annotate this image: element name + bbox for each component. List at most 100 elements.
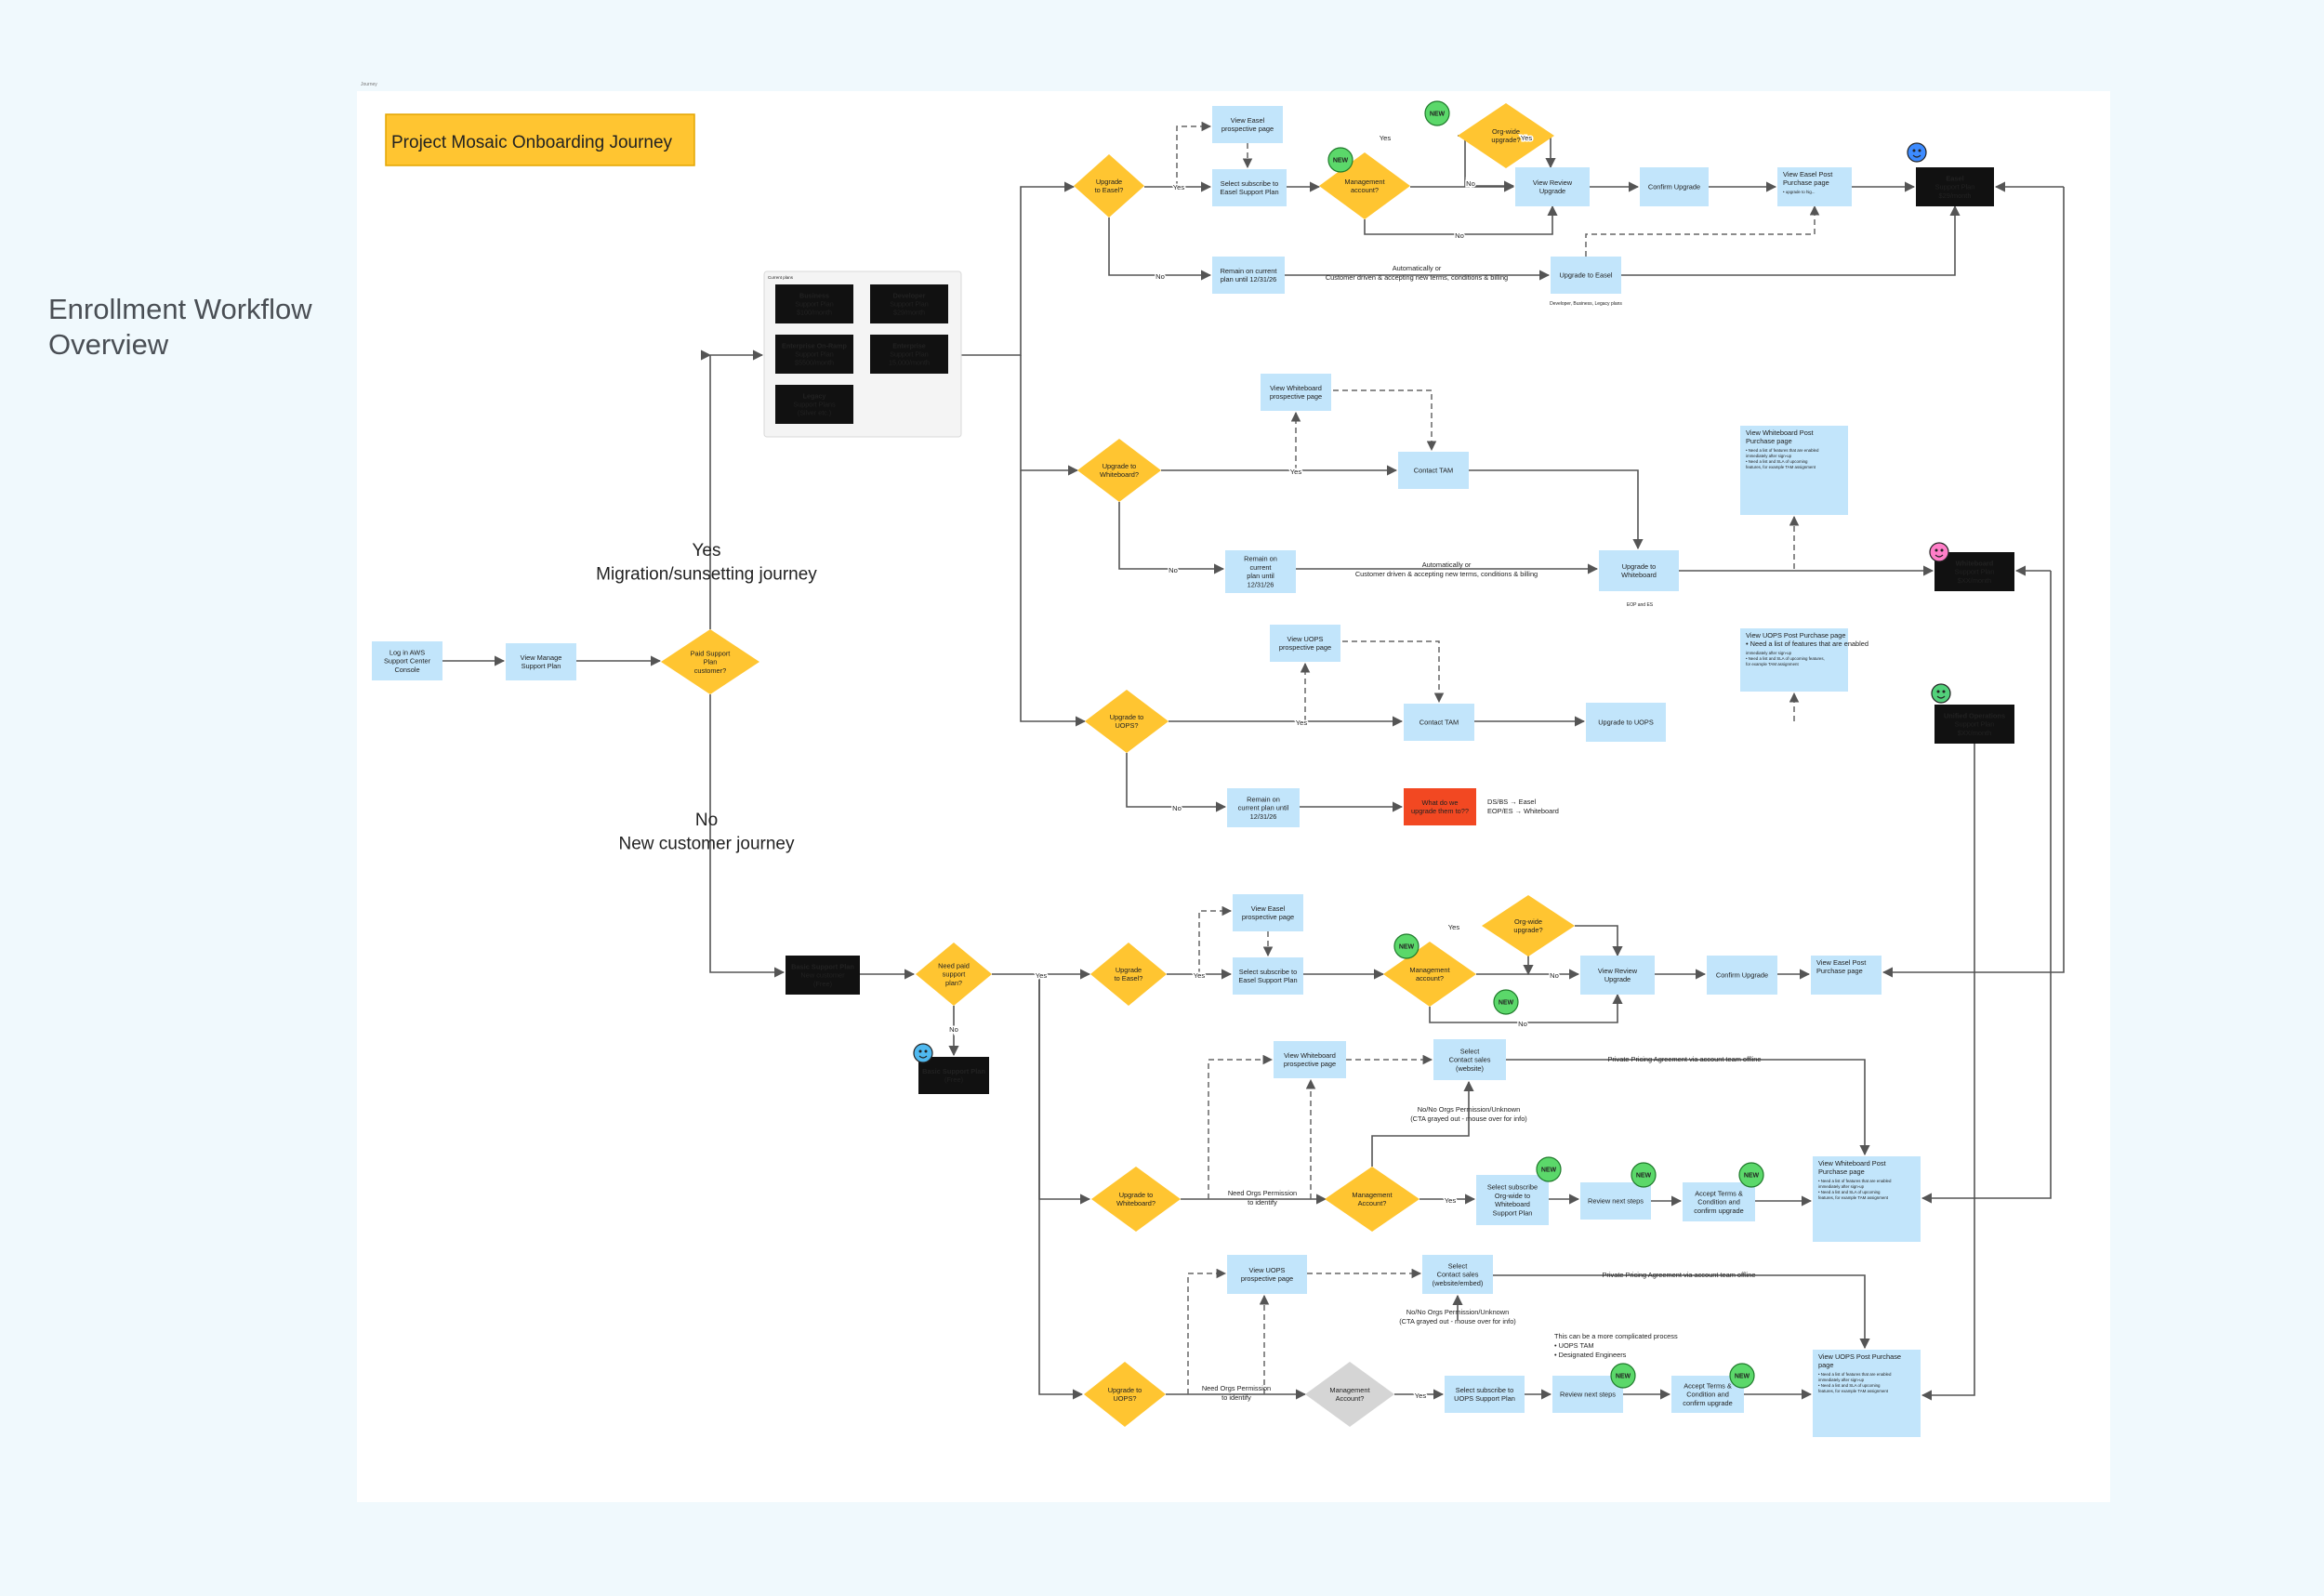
node-label: Need paid — [938, 961, 970, 969]
node-label: Management — [1352, 1191, 1392, 1199]
node-label: Upgrade — [1604, 975, 1631, 983]
node-label: Purchase page — [1746, 437, 1792, 445]
branch-label-yes: Migration/sunsetting journey — [596, 565, 817, 585]
node-label: Easel — [1946, 174, 1963, 182]
no-label: No — [949, 1025, 958, 1034]
process-shape — [1813, 1350, 1921, 1437]
node-n-confirm[interactable]: Confirm Upgrade — [1707, 956, 1777, 995]
node-m-up-easel2[interactable]: Upgrade to Easel — [1551, 257, 1621, 294]
node-label: Business — [799, 292, 829, 300]
no-permission-note: No/No Orgs Permission/Unknown — [1406, 1308, 1510, 1316]
yes-label: Yes — [1036, 971, 1048, 980]
node-label: immediately after sign-up — [1818, 1184, 1865, 1189]
auto-upgrade-note: Customer driven & accepting new terms, c… — [1326, 273, 1508, 282]
node-m-uops-post[interactable]: View UOPS Post Purchase page• Need a lis… — [1740, 628, 1868, 692]
node-label: for example TAM assignment — [1746, 662, 1799, 666]
node-label: Contact TAM — [1414, 467, 1453, 475]
process-shape — [918, 1057, 989, 1094]
no-label: No — [1466, 179, 1475, 188]
flow-connector-dashed — [1296, 389, 1437, 452]
flow-connector-dashed — [1198, 905, 1233, 974]
node-label: current plan until — [1238, 804, 1289, 812]
yes-label: Yes — [1290, 468, 1302, 476]
flow-connector — [1126, 753, 1227, 812]
node-label: Basic Support Plan — [922, 1067, 985, 1075]
process-shape — [1212, 257, 1285, 294]
process-shape — [1599, 550, 1679, 591]
node-label: Management — [1344, 178, 1384, 186]
flow-connector — [1575, 925, 1623, 957]
flow-connector — [1038, 974, 1084, 1400]
node-n-review-next1[interactable]: Review next steps — [1580, 1182, 1651, 1220]
node-label: View Easel — [1231, 116, 1265, 125]
node-m-up-uops2[interactable]: Upgrade to UOPS — [1586, 703, 1666, 742]
process-shape — [1404, 788, 1476, 825]
node-label: • upgrade to hig... — [1783, 190, 1816, 194]
decision-shape — [1325, 1167, 1419, 1232]
no-label: No — [1550, 971, 1559, 980]
node-label: Enterprise On-Ramp — [782, 342, 848, 350]
node-n-review-next2[interactable]: Review next steps — [1552, 1376, 1623, 1413]
process-shape — [1515, 167, 1590, 206]
panel-header: Current plans — [768, 275, 794, 280]
node-m-contact-tam2[interactable]: Contact TAM — [1404, 704, 1474, 741]
node-n-basic-free[interactable]: Basic Support Plan(Free) — [918, 1057, 989, 1094]
node-m-contact-tam1[interactable]: Contact TAM — [1398, 452, 1469, 489]
node-label: Account? — [1358, 1199, 1387, 1207]
process-shape — [1683, 1182, 1755, 1221]
node-label: Purchase page — [1816, 967, 1863, 975]
flow-connector-dashed — [1305, 640, 1445, 704]
node-m-confirm[interactable]: Confirm Upgrade — [1640, 167, 1709, 206]
node-label: UOPS? — [1115, 721, 1138, 730]
new-badge-text: NEW — [1735, 1374, 1750, 1380]
node-label: immediately after sign-up — [1746, 454, 1792, 458]
new-badge: NEW — [1327, 147, 1353, 173]
new-badge: NEW — [1610, 1363, 1636, 1389]
